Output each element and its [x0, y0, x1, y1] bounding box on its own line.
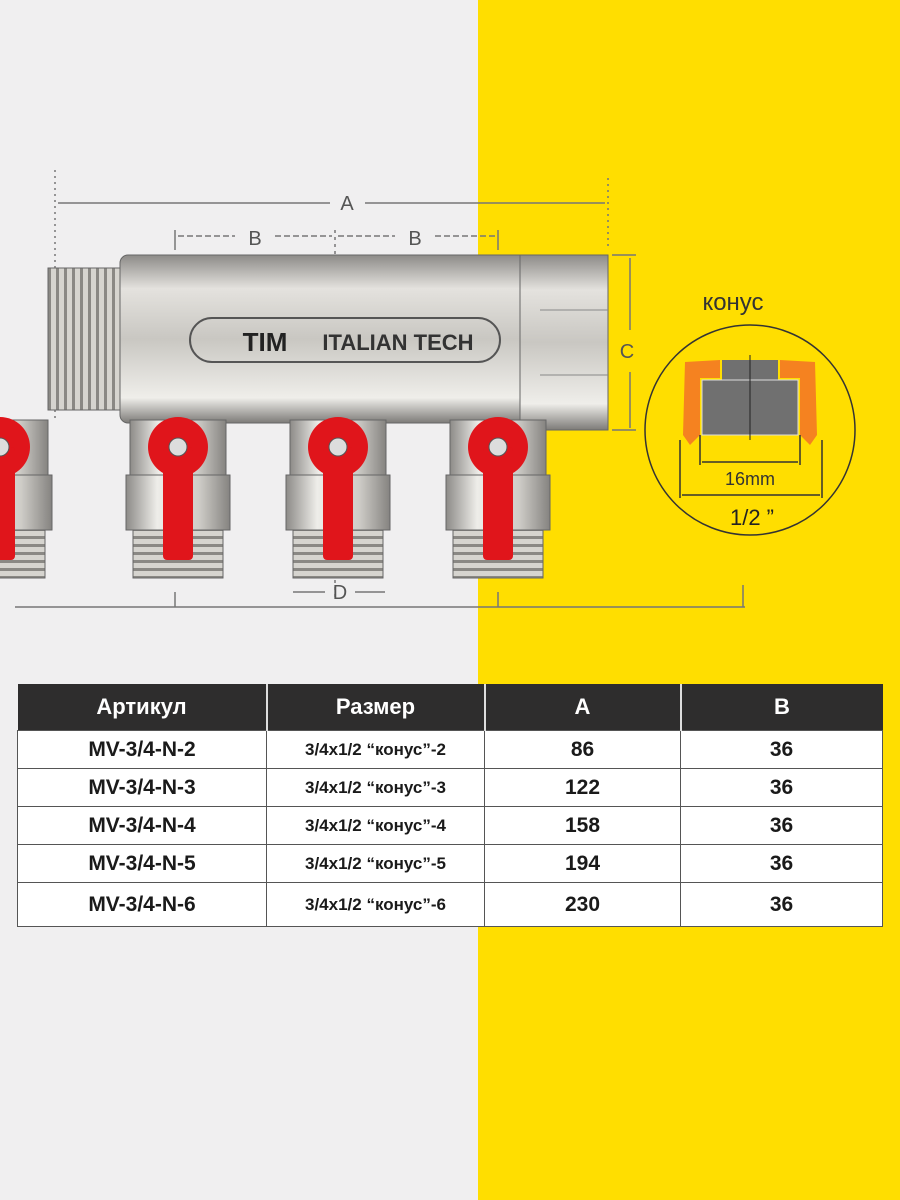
- dim-c-label: C: [620, 341, 634, 363]
- logo-brand: TIM: [243, 327, 288, 357]
- manifold-diagram: A B B C D TIM ITALIAN TECH конус 1: [0, 170, 856, 608]
- cell-size: 3/4x1/2 “конус”-5: [266, 844, 485, 883]
- cell-a: 230: [484, 882, 681, 927]
- valves: [0, 417, 53, 579]
- header-article: Артикул: [17, 684, 267, 731]
- dim-b-label: B: [408, 228, 421, 250]
- cone-inner-diameter: 16mm: [725, 469, 775, 489]
- cell-size: 3/4x1/2 “конус”-6: [266, 882, 485, 927]
- dim-b-label: B: [248, 228, 261, 250]
- cone-outer-size: 1/2 ”: [730, 505, 774, 530]
- cell-b: 36: [680, 806, 883, 845]
- cell-size: 3/4x1/2 “конус”-4: [266, 806, 485, 845]
- cell-a: 194: [484, 844, 681, 883]
- header-b: B: [679, 684, 883, 731]
- header-a: A: [483, 684, 681, 731]
- cone-detail: конус 16mm 1/2 ”: [644, 289, 856, 536]
- cell-size: 3/4x1/2 “конус”-3: [266, 768, 485, 807]
- cell-article: MV-3/4-N-4: [17, 806, 267, 845]
- cone-title: конус: [702, 289, 763, 316]
- cell-article: MV-3/4-N-6: [17, 882, 267, 927]
- cell-b: 36: [680, 882, 883, 927]
- cell-b: 36: [680, 768, 883, 807]
- cell-b: 36: [680, 844, 883, 883]
- cell-article: MV-3/4-N-2: [17, 730, 267, 769]
- dim-a-label: A: [340, 193, 354, 215]
- header-size: Размер: [265, 684, 485, 731]
- dimension-lines: [15, 170, 745, 608]
- yellow-background: [478, 0, 900, 1200]
- cell-article: MV-3/4-N-5: [17, 844, 267, 883]
- logo-text: ITALIAN TECH: [322, 330, 473, 355]
- cell-a: 86: [484, 730, 681, 769]
- cell-a: 122: [484, 768, 681, 807]
- cell-size: 3/4x1/2 “конус”-2: [266, 730, 485, 769]
- cell-article: MV-3/4-N-3: [17, 768, 267, 807]
- valve: [285, 416, 391, 579]
- cell-b: 36: [680, 730, 883, 769]
- cell-a: 158: [484, 806, 681, 845]
- valve: [445, 416, 551, 579]
- dim-d-label: D: [333, 582, 347, 604]
- manifold-body: TIM ITALIAN TECH: [47, 254, 609, 431]
